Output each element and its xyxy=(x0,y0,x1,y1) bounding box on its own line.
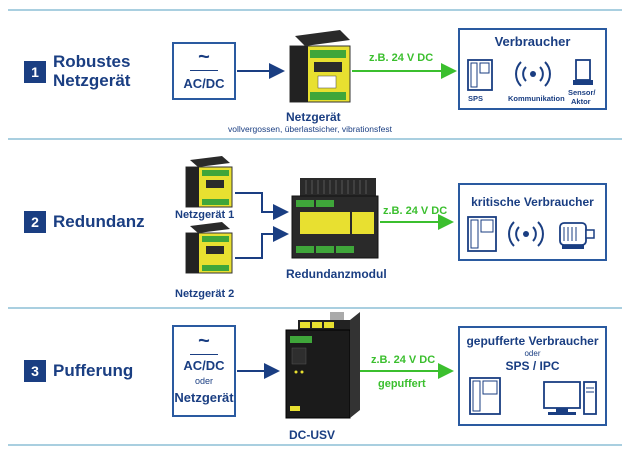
plc-icon xyxy=(467,216,497,252)
critical-consumer-title: kritische Verbraucher xyxy=(471,195,594,209)
wireless-signal-icon xyxy=(508,221,544,247)
redundancy-module-label: Redundanzmodul xyxy=(286,267,387,281)
section-1-number: 1 xyxy=(24,61,46,83)
ac-symbol-icon: ~ xyxy=(198,46,210,68)
consumer-item-kommunikation: Kommunikation xyxy=(508,94,565,103)
section-3-number: 3 xyxy=(24,360,46,382)
source-line1: AC/DC xyxy=(183,358,225,373)
voltage-label-1: z.B. 24 V DC xyxy=(369,52,434,64)
arrow-psu2-to-module xyxy=(235,226,289,259)
acdc-label: AC/DC xyxy=(183,76,225,91)
section-3-title: Pufferung xyxy=(53,361,134,380)
consumer-item-aktor: Aktor xyxy=(571,97,591,106)
ups-source-box: ~ AC/DC oder Netzgerät xyxy=(172,325,236,417)
psu1-label: Netzgerät 1 xyxy=(175,209,235,221)
critical-consumer-box: kritische Verbraucher xyxy=(458,183,607,261)
voltage-label-2: z.B. 24 V DC xyxy=(383,205,448,217)
wireless-signal-icon xyxy=(515,61,551,87)
source-line2: oder xyxy=(194,376,213,386)
consumer-title: Verbraucher xyxy=(494,34,571,49)
arrow-psu1-to-module xyxy=(235,192,289,220)
source-line3: Netzgerät xyxy=(174,390,234,405)
separator-bottom xyxy=(8,444,622,446)
buffered-label: gepuffert xyxy=(378,378,426,390)
buffered-consumer-or: oder xyxy=(524,349,541,358)
plc-icon xyxy=(469,377,501,415)
consumer-item-sensor: Sensor/ xyxy=(568,88,596,97)
acdc-source-box: ~ AC/DC xyxy=(172,42,236,100)
computer-icon xyxy=(543,381,597,415)
sensor-icon xyxy=(573,59,593,85)
voltage-label-3: z.B. 24 V DC xyxy=(371,354,436,366)
section-1-title-line1: Robustes xyxy=(53,52,131,71)
buffered-consumer-box: gepufferte Verbraucher oder SPS / IPC xyxy=(458,326,607,426)
section-2-title: Redundanz xyxy=(53,212,145,231)
consumer-item-sps: SPS xyxy=(468,94,484,103)
psu-label: Netzgerät xyxy=(286,110,341,124)
section-1-title-line2: Netzgerät xyxy=(53,71,131,90)
separator-top xyxy=(8,9,622,11)
motor-icon xyxy=(559,222,595,249)
separator-2 xyxy=(8,307,622,309)
section-2-number: 2 xyxy=(24,211,46,233)
ac-symbol-icon: ~ xyxy=(198,330,210,352)
dc-ups-label: DC-USV xyxy=(289,428,336,442)
buffered-consumer-subtitle: SPS / IPC xyxy=(505,359,560,373)
buffered-consumer-title: gepufferte Verbraucher xyxy=(466,334,599,348)
psu2-label: Netzgerät 2 xyxy=(175,288,235,300)
plc-icon xyxy=(467,59,493,91)
consumer-box: Verbraucher SPS Kommunikation Sensor/ Ak… xyxy=(458,28,607,110)
psu-sublabel: vollvergossen, überlastsicher, vibration… xyxy=(228,124,392,134)
separator-1 xyxy=(8,138,622,140)
